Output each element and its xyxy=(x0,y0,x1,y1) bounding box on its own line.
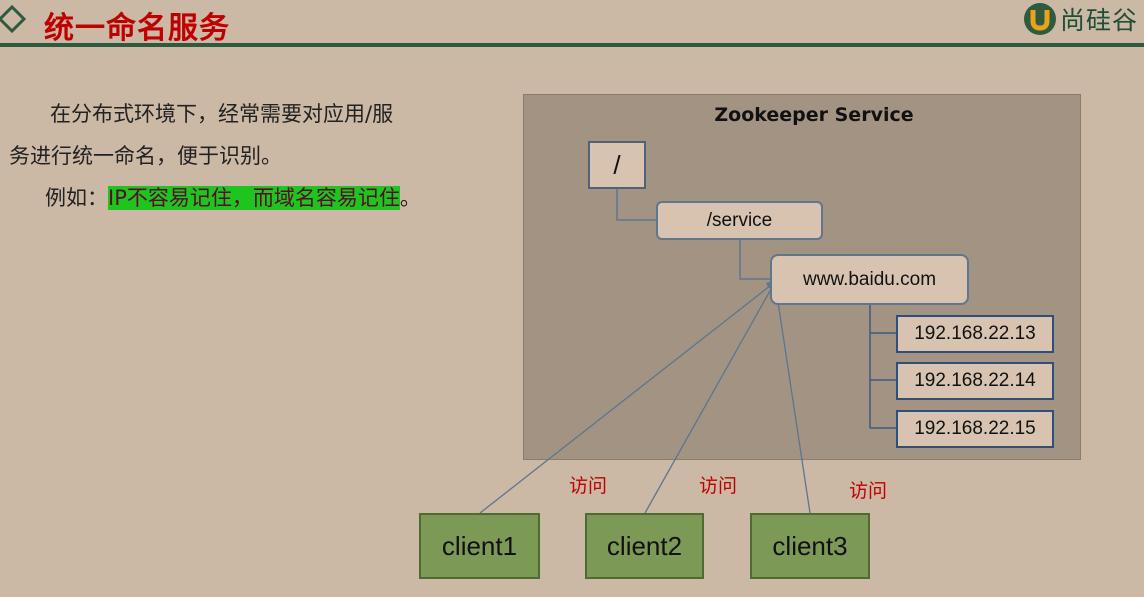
brand: 尚硅谷 xyxy=(1022,1,1138,37)
client-box-3: client3 xyxy=(750,513,870,579)
intro-line-1: 在分布式环境下，经常需要对应用/服 xyxy=(50,102,394,126)
access-label-3: 访问 xyxy=(849,480,888,502)
intro-line-2: 务进行统一命名，便于识别。 xyxy=(9,144,282,168)
access-arrow-client2 xyxy=(644,280,776,514)
znode-ip-3: 192.168.22.15 xyxy=(896,410,1054,448)
example-line: 例如：IP不容易记住，而域名容易记住。 xyxy=(45,184,421,212)
example-highlight: IP不容易记住，而域名容易记住 xyxy=(108,186,400,210)
access-label-2: 访问 xyxy=(699,475,738,497)
znode-domain: www.baidu.com xyxy=(770,254,969,305)
brand-name: 尚硅谷 xyxy=(1059,6,1138,35)
header-divider xyxy=(0,43,1144,47)
znode-service: /service xyxy=(656,201,823,240)
diamond-icon xyxy=(0,4,27,34)
client-box-2: client2 xyxy=(585,513,704,579)
access-arrow-client3 xyxy=(771,280,811,514)
example-prefix: 例如： xyxy=(45,186,108,210)
access-label-1: 访问 xyxy=(569,475,608,497)
page-title: 统一命名服务 xyxy=(44,11,230,46)
access-arrow-client1 xyxy=(479,280,777,514)
zookeeper-service-title: Zookeeper Service xyxy=(714,104,914,126)
znode-ip-2: 192.168.22.14 xyxy=(896,362,1054,400)
brand-logo-icon xyxy=(1023,3,1056,35)
client-box-1: client1 xyxy=(419,513,540,579)
tree-link-root-service xyxy=(616,189,656,221)
example-suffix: 。 xyxy=(399,186,421,210)
tree-link-service-domain xyxy=(739,240,770,280)
znode-root: / xyxy=(588,141,646,189)
znode-ip-1: 192.168.22.13 xyxy=(896,315,1054,353)
